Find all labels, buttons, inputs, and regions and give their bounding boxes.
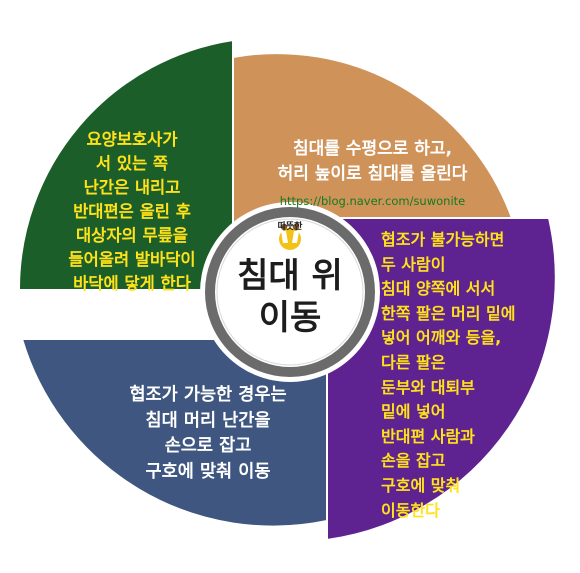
top-right-line: 침대를 수평으로 하고,	[292, 139, 453, 159]
quadrant-bottom-right	[326, 217, 557, 542]
bottom-right-line: 둔부와 대퇴부	[381, 377, 475, 397]
top-right-text: 침대를 수평으로 하고, 허리 높이로 침대를 올린다 https://blog…	[245, 137, 500, 213]
blog-url: https://blog.naver.com/suwonite	[279, 194, 466, 208]
bottom-right-line: 두 사람이	[381, 254, 446, 274]
top-left-line: 서 있는 쪽	[95, 154, 169, 173]
center-title-line-1: 침대 위	[237, 256, 343, 296]
bottom-right-line: 협조가 불가능하면	[381, 230, 505, 249]
bottom-right-line: 밑에 넣어	[381, 402, 446, 422]
center-title-line-2: 이동	[258, 298, 322, 338]
bottom-right-line: 이동한다	[381, 500, 440, 520]
top-left-line: 난간은 내리고	[83, 178, 181, 197]
bottom-right-line: 한쪽 팔은 머리 밑에	[381, 303, 516, 323]
top-right-line: 허리 높이로 침대를 올린다	[277, 164, 468, 184]
center-ring-inner	[216, 218, 364, 366]
bottom-right-line: 구호에 맞춰	[381, 475, 461, 495]
center-title: 침대 위 이동	[210, 255, 370, 339]
top-left-line: 요양보호사가	[86, 130, 178, 149]
top-left-line: 들어올려 발바닥이	[68, 250, 196, 269]
bottom-right-line: 침대 양쪽에 서서	[381, 279, 496, 299]
bottom-right-text: 협조가 불가능하면 두 사람이 침대 양쪽에 서서 한쪽 팔은 머리 밑에 넣어…	[381, 228, 549, 523]
logo-label: 따뜻한	[277, 222, 303, 232]
quadrant-top-left	[17, 38, 234, 291]
bottom-left-line: 손으로 잡고	[164, 436, 252, 456]
bottom-right-line: 다른 팔은	[381, 352, 446, 372]
top-left-text: 요양보호사가 서 있는 쪽 난간은 내리고 반대편은 올린 후 대상자의 무릎을…	[46, 128, 218, 296]
logo-icon	[279, 223, 301, 250]
quadrant-bottom-left	[20, 338, 328, 528]
bottom-left-text: 협조가 가능한 경우는 침대 머리 난간을 손으로 잡고 구호에 맞춰 이동	[92, 383, 324, 485]
bottom-left-line: 침대 머리 난간을	[145, 410, 271, 431]
center-ring	[205, 207, 375, 377]
bottom-right-line: 넣어 어깨와 등을,	[381, 328, 502, 348]
top-left-line: 대상자의 무릎을	[75, 226, 188, 245]
bottom-left-line: 구호에 맞춰 이동	[145, 461, 271, 482]
top-left-line: 바닥에 닿게 한다	[73, 274, 191, 293]
top-left-line: 반대편은 올린 후	[73, 202, 191, 221]
bottom-right-line: 반대편 사람과	[381, 426, 475, 446]
bottom-right-line: 손을 잡고	[381, 451, 446, 471]
bottom-left-line: 협조가 가능한 경우는	[129, 385, 287, 405]
